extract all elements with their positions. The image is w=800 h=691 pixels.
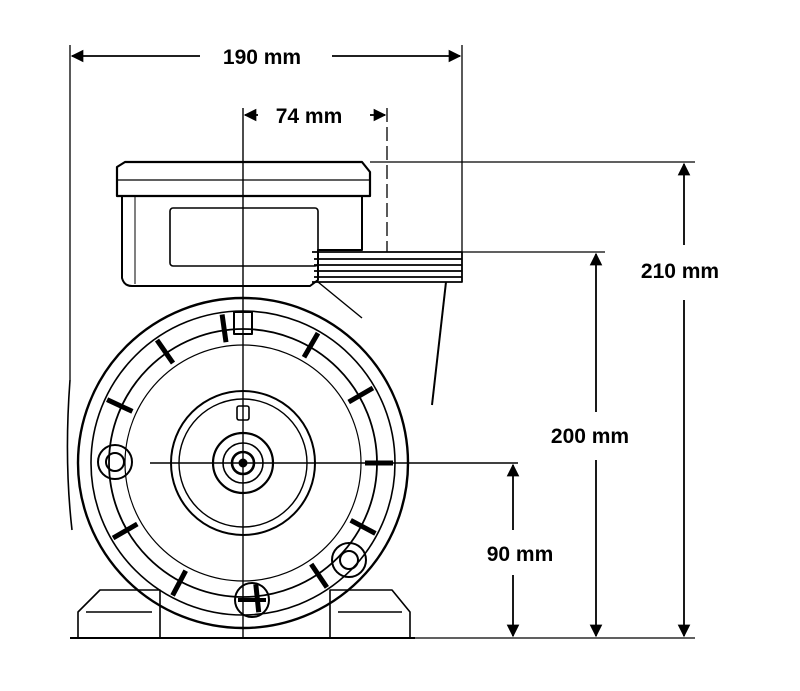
dimension-label-shaft-height: 90 mm xyxy=(487,543,554,566)
dimension-overall-width xyxy=(69,45,463,380)
dimension-label-width: 190 mm xyxy=(223,46,301,69)
dimension-label-overall-height: 210 mm xyxy=(641,260,719,283)
housing-rib xyxy=(154,338,176,365)
motor-flank xyxy=(66,379,73,531)
pump-motor-outline xyxy=(66,160,463,639)
dimension-shaft-offset xyxy=(243,108,388,252)
dimension-label-offset: 74 mm xyxy=(276,105,343,128)
housing-rib xyxy=(111,521,139,541)
center-lines xyxy=(150,108,518,638)
housing-rib xyxy=(301,331,321,359)
mounting-lug-right xyxy=(331,542,367,578)
housing-rib xyxy=(219,314,229,343)
mounting-lug-left xyxy=(97,444,133,480)
housing-rib xyxy=(170,569,188,597)
housing-rib xyxy=(253,584,262,613)
dimension-outlet-height xyxy=(462,251,605,638)
dimension-overall-height xyxy=(370,161,695,639)
housing-rib xyxy=(349,518,377,536)
housing-rib xyxy=(106,397,134,414)
housing-rib xyxy=(347,385,375,405)
dimension-label-outlet-height: 200 mm xyxy=(551,425,629,448)
housing-rib xyxy=(309,562,329,589)
drain-plug xyxy=(234,582,270,618)
discharge-outlet xyxy=(312,251,463,406)
